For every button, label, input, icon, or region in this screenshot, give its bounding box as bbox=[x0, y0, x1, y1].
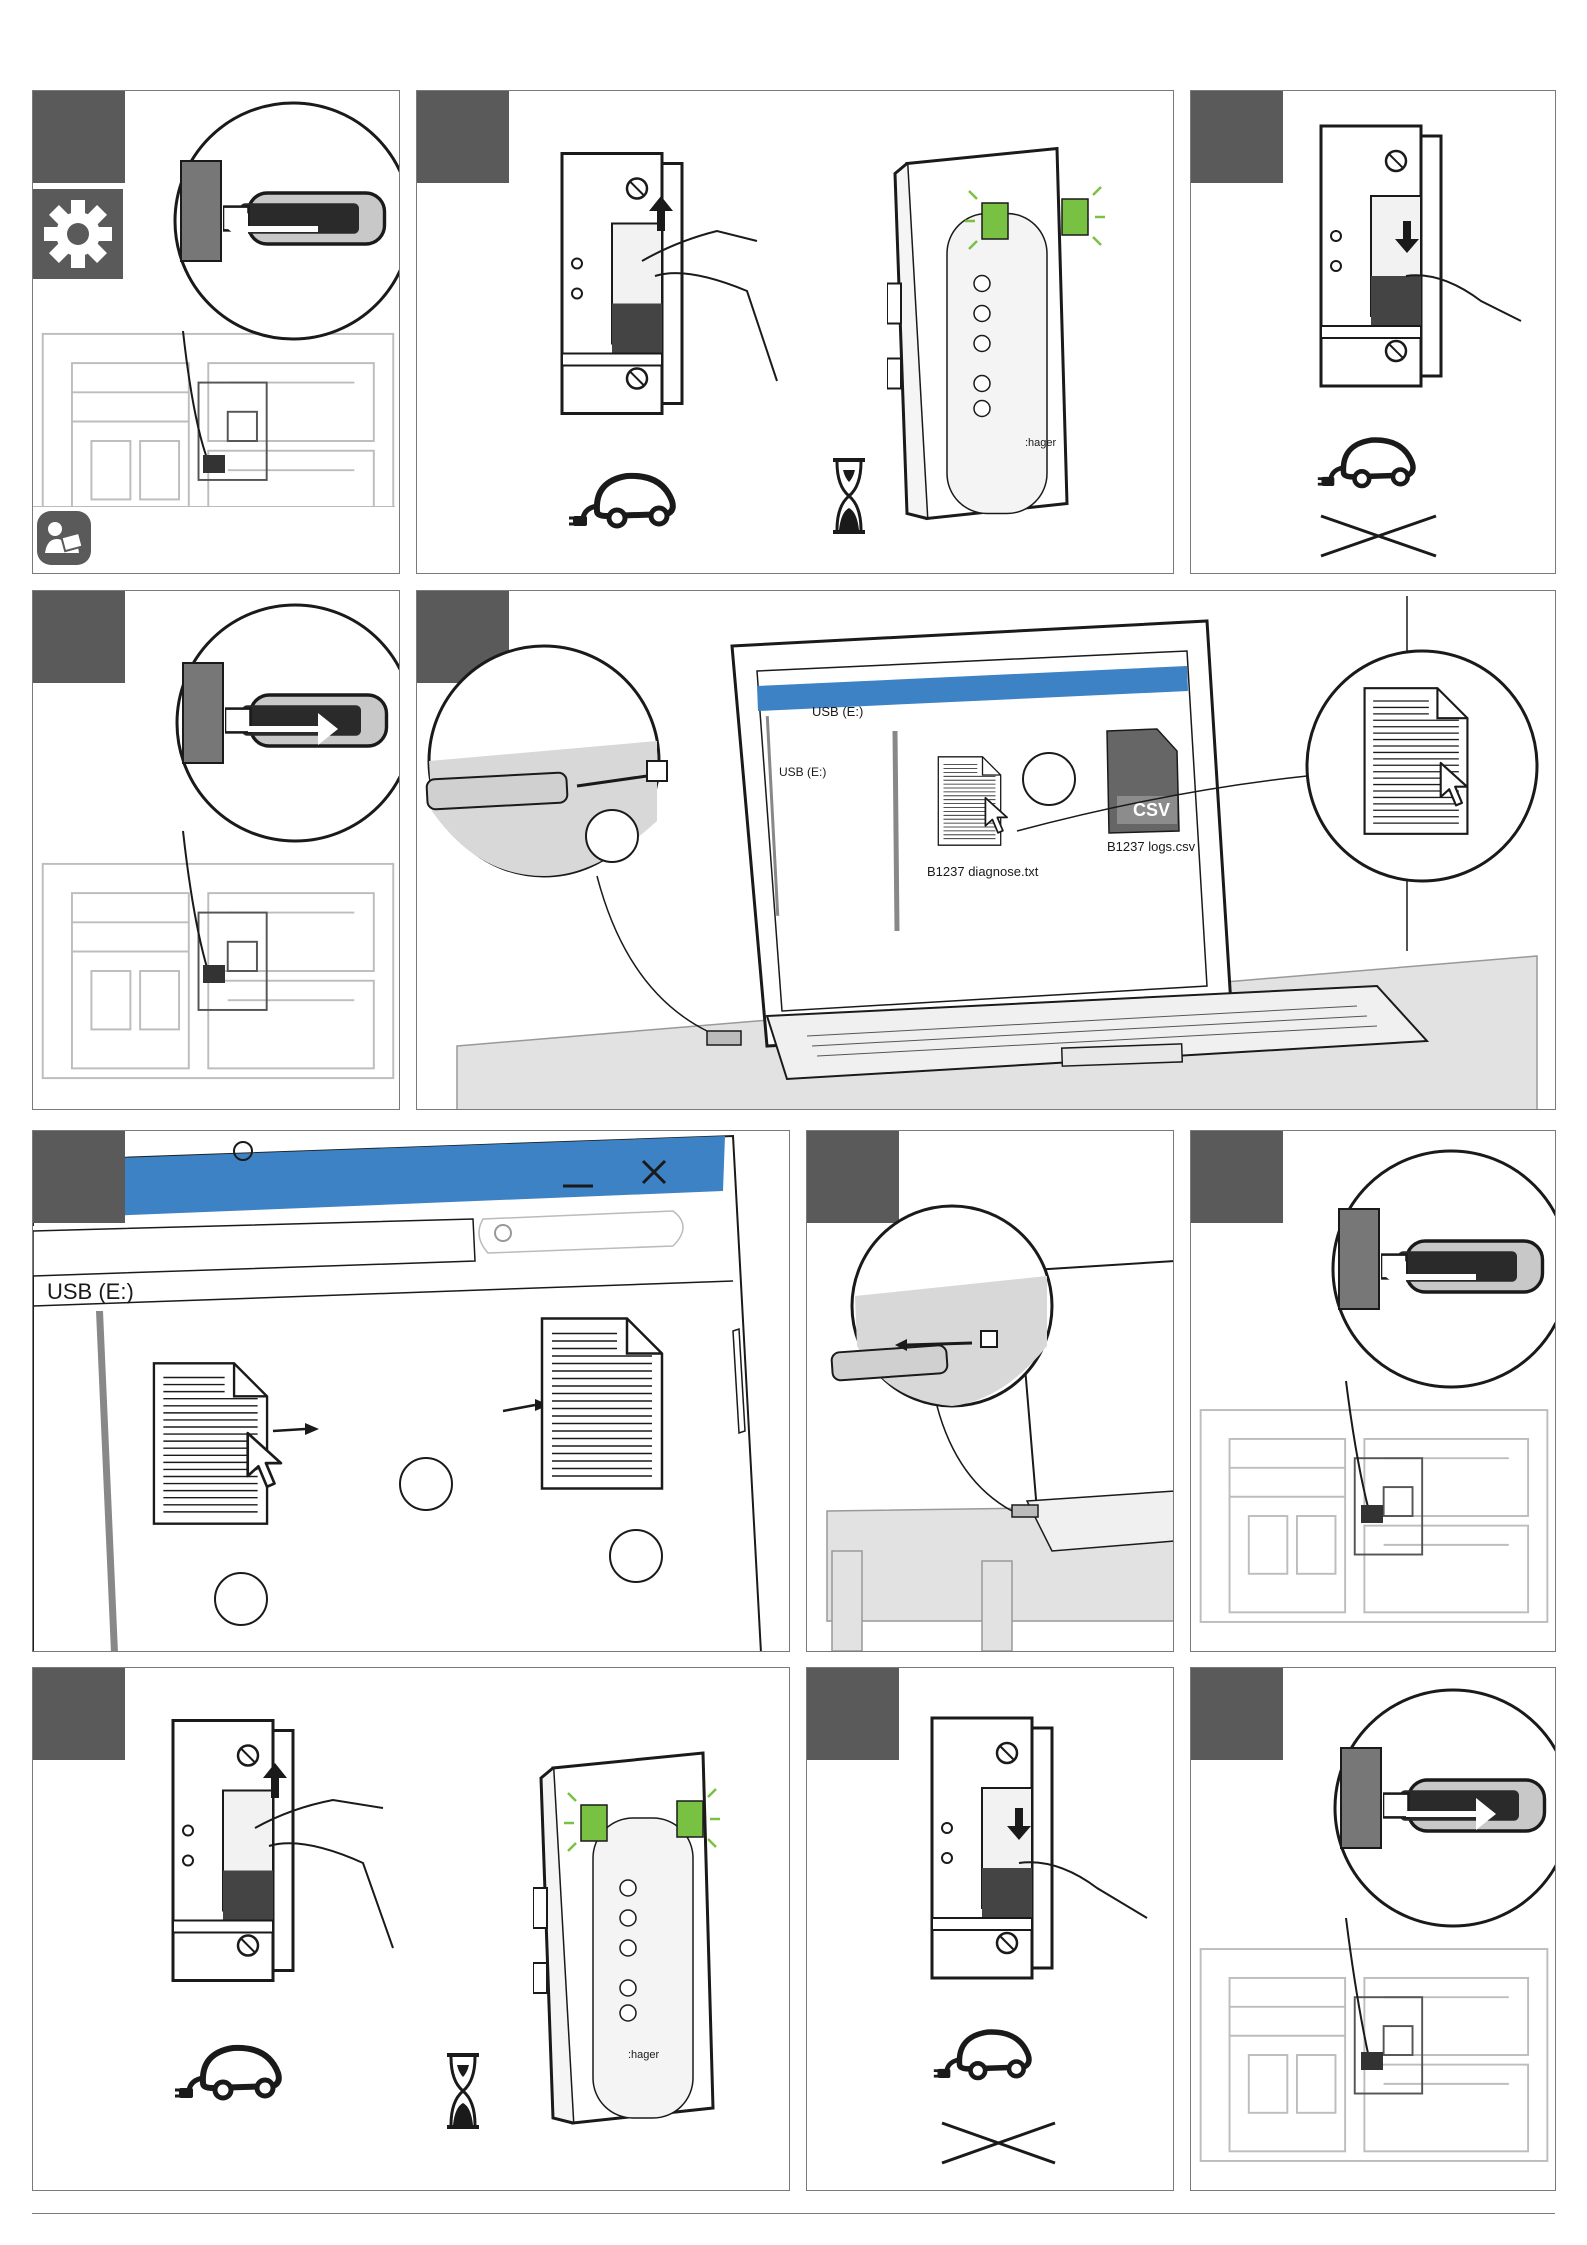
step-panel-11 bbox=[1190, 1667, 1556, 2191]
hourglass-icon bbox=[833, 460, 865, 532]
brand-label: :hager bbox=[628, 2049, 660, 2061]
step-panel-4 bbox=[32, 590, 400, 1110]
window-path-label: USB (E:) bbox=[47, 1279, 134, 1304]
hourglass-icon bbox=[447, 2055, 479, 2127]
read-manual-icon bbox=[33, 507, 95, 569]
file-label-txt[interactable]: B1237 diagnose.txt bbox=[927, 864, 1039, 879]
breaker-off-illustration bbox=[807, 1668, 1174, 2191]
step-panel-7 bbox=[806, 1130, 1174, 1652]
address-bar-path: USB (E:) bbox=[812, 704, 863, 719]
breaker-off-illustration bbox=[1191, 91, 1556, 574]
brand-label: :hager bbox=[1025, 437, 1057, 449]
file-label-csv[interactable]: B1237 logs.csv bbox=[1107, 839, 1196, 854]
ev-car-plug-icon bbox=[569, 476, 673, 526]
remove-usb-cabinet-illustration bbox=[1191, 1668, 1556, 2191]
ev-car-plug-icon bbox=[934, 2032, 1029, 2078]
step-panel-2: :hager bbox=[416, 90, 1174, 574]
step-panel-3 bbox=[1190, 90, 1556, 574]
breaker-on-illustration: :hager bbox=[417, 91, 1174, 574]
step-panel-10 bbox=[806, 1667, 1174, 2191]
insert-usb-cabinet-illustration bbox=[1191, 1131, 1556, 1652]
unplug-laptop-usb-illustration bbox=[807, 1131, 1174, 1652]
text-file-zoom-icon bbox=[1365, 688, 1468, 834]
manual-bar bbox=[33, 506, 395, 569]
step-panel-9: :hager bbox=[32, 1667, 790, 2191]
step-panel-6: USB (E:) bbox=[32, 1130, 790, 1652]
step-panel-5: USB (E:) USB (E:) B1237 diagnose.txt CSV… bbox=[416, 590, 1556, 1110]
step-panel-1 bbox=[32, 90, 400, 574]
copied-file-icon bbox=[542, 1319, 662, 1489]
footer-rule bbox=[32, 2213, 1555, 2214]
text-file-icon bbox=[938, 757, 1000, 845]
breaker-on-illustration: :hager bbox=[33, 1668, 790, 2191]
ev-car-plug-icon bbox=[1318, 440, 1413, 486]
copy-file-illustration: USB (E:) bbox=[33, 1131, 790, 1652]
cross-icon bbox=[942, 2123, 1055, 2163]
ev-car-plug-icon bbox=[175, 2048, 279, 2098]
step-panel-8 bbox=[1190, 1130, 1556, 1652]
remove-usb-illustration bbox=[33, 591, 400, 1110]
laptop-usb-illustration: USB (E:) USB (E:) B1237 diagnose.txt CSV… bbox=[417, 591, 1556, 1110]
insert-usb-illustration bbox=[33, 91, 400, 574]
cross-icon bbox=[1321, 516, 1436, 556]
step-number-tab bbox=[33, 1131, 125, 1223]
sidebar-drive-label[interactable]: USB (E:) bbox=[779, 765, 826, 779]
